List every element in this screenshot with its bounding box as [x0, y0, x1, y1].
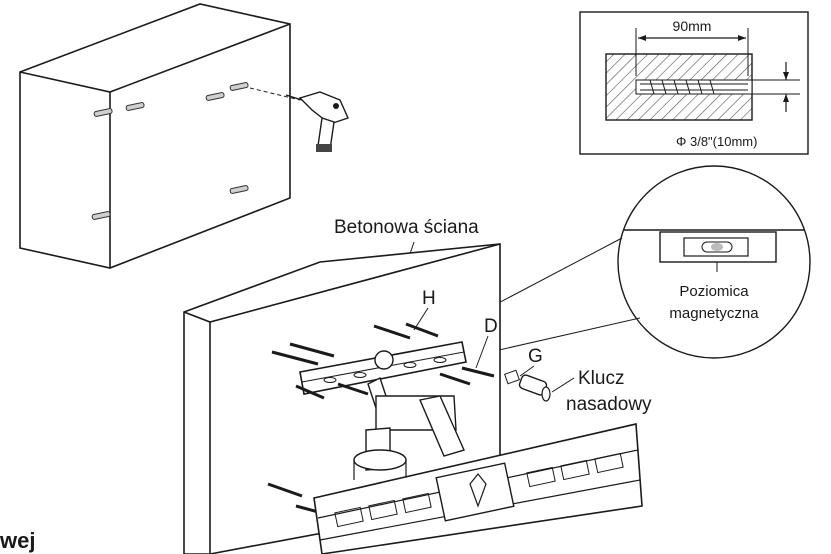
- level-label-line1: Poziomica: [679, 283, 749, 300]
- diameter-label: Φ 3/8"(10mm): [676, 134, 757, 149]
- lag-bolts: [267, 322, 495, 516]
- part-g-label: G: [528, 346, 543, 367]
- anchor-screw: [640, 79, 748, 95]
- wrench-label-line1: Klucz: [578, 368, 624, 389]
- wall-plate: [299, 341, 467, 395]
- wrench-label-line2: nasadowy: [566, 394, 652, 415]
- washer-and-socket: [504, 369, 551, 402]
- depth-label: 90mm: [673, 18, 712, 34]
- part-h-label: H: [422, 288, 436, 309]
- level-label-line2: magnetyczna: [669, 305, 759, 322]
- drill-depth-detail: 90mm Φ 3/8"(10mm): [579, 11, 809, 155]
- tv-bracket-rail: [313, 423, 643, 554]
- wall-label: Betonowa ściana: [334, 217, 479, 238]
- level-magnifier: Poziomica magnetyczna: [393, 165, 811, 373]
- wall-block-drilling: [19, 3, 349, 269]
- part-d-label: D: [484, 316, 498, 337]
- cut-off-text: wej: [0, 528, 35, 553]
- drill-holes: [91, 82, 249, 220]
- rail-slots: [334, 452, 624, 528]
- drill-icon: [285, 91, 349, 152]
